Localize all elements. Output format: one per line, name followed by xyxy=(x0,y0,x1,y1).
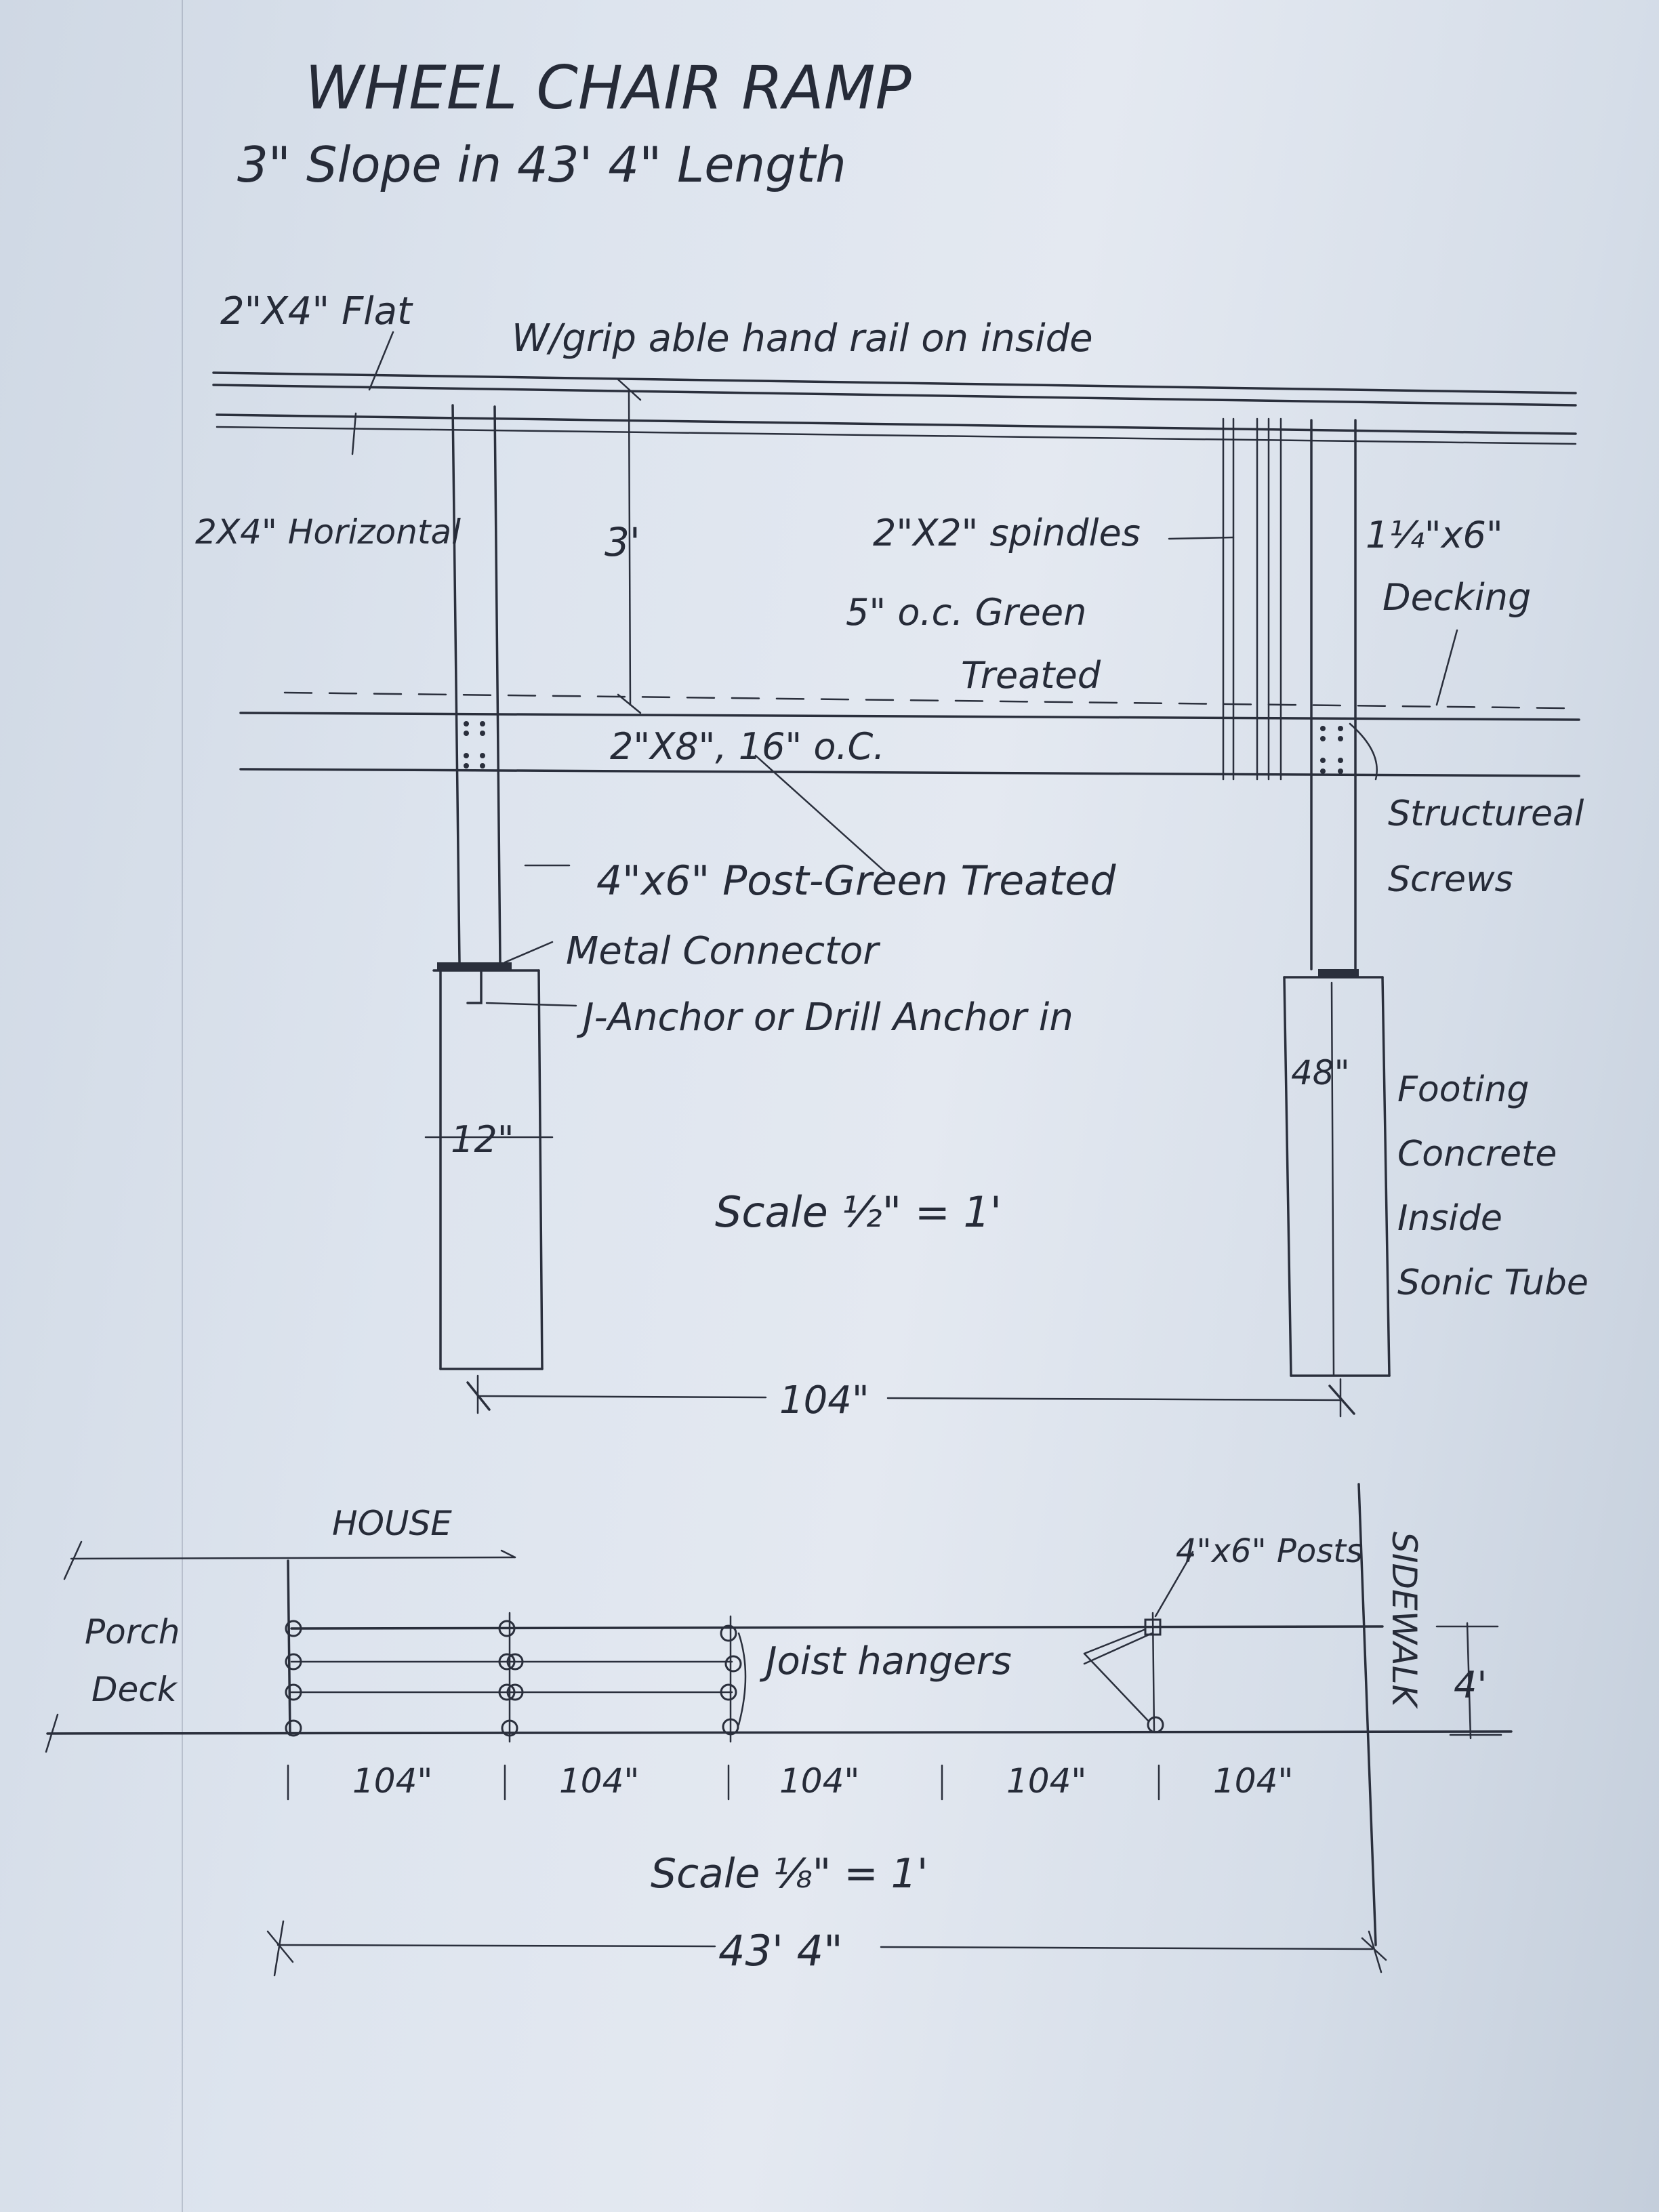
footing-note-3: Inside xyxy=(1397,1198,1502,1239)
decking-label-2: Decking xyxy=(1382,576,1531,619)
plan-posts-bay-3 xyxy=(720,1615,747,1743)
anchor-label: J-Anchor or Drill Anchor in xyxy=(576,996,1073,1040)
decking-label-1: 1¼"x6" xyxy=(1366,514,1503,556)
plan-posts-bay-1 xyxy=(285,1620,302,1737)
spindles-note-2: Treated xyxy=(961,654,1101,697)
width-dimension xyxy=(1435,1622,1502,1740)
spindles-note-1: 5" o.c. Green xyxy=(846,591,1086,634)
porch-label-1: Porch xyxy=(85,1612,180,1652)
subtitle: 3" Slope in 43' 4" Length xyxy=(237,136,846,193)
j-anchor xyxy=(466,969,483,1004)
footing-note-2: Concrete xyxy=(1397,1134,1557,1174)
bay-label: 104" xyxy=(559,1761,639,1801)
height-label: 3' xyxy=(605,519,640,565)
total-label: 43' 4" xyxy=(718,1926,843,1975)
right-metal-connector xyxy=(1318,969,1359,977)
footing-depth-label: 48" xyxy=(1291,1053,1350,1092)
anchor-leader xyxy=(485,1002,577,1007)
joist-leader xyxy=(754,754,889,876)
posts-label: 4"x6" Posts xyxy=(1176,1532,1363,1570)
bay-label: 104" xyxy=(352,1761,432,1801)
footing-note-4: Sonic Tube xyxy=(1397,1263,1589,1303)
spindles-label: 2"X2" spindles xyxy=(873,512,1141,554)
joist-label: 2"X8", 16" o.C. xyxy=(610,725,885,768)
right-post xyxy=(1310,419,1357,970)
margin-line xyxy=(182,0,183,2212)
screws-leader xyxy=(1349,722,1378,781)
rail-label: 2"X4" Flat xyxy=(220,289,413,333)
plan-posts-bay-4 xyxy=(1144,1612,1164,1734)
house-label: HOUSE xyxy=(332,1504,452,1543)
screws-label-1: Structureal xyxy=(1388,794,1584,834)
sidewalk-label: SIDEWALK xyxy=(1385,1532,1424,1710)
post-label: 4"x6" Post-Green Treated xyxy=(596,857,1116,905)
connector-label: Metal Connector xyxy=(566,929,880,973)
spindles-leader xyxy=(1168,536,1235,540)
title: WHEEL CHAIR RAMP xyxy=(305,53,912,123)
porch-label-2: Deck xyxy=(91,1670,178,1709)
bay-label: 104" xyxy=(1213,1761,1293,1801)
left-post xyxy=(451,404,501,964)
footing-note-1: Footing xyxy=(1397,1069,1529,1110)
bay-ticks xyxy=(287,1764,1160,1801)
left-metal-connector xyxy=(437,962,512,970)
plan-scale-label: Scale ⅛" = 1' xyxy=(651,1850,928,1898)
right-footing xyxy=(1283,976,1391,1377)
connector-leader xyxy=(504,941,554,964)
posts-leader xyxy=(1154,1551,1194,1618)
spindles xyxy=(1222,417,1282,781)
bay-labels: 104" 104" 104" 104" 104" xyxy=(352,1761,1293,1801)
hangers-leader xyxy=(1083,1629,1153,1723)
rail-leader xyxy=(368,331,394,391)
width-label: 4' xyxy=(1454,1664,1487,1706)
total-dimension xyxy=(266,1920,1387,1977)
bay-label: 104" xyxy=(1006,1761,1086,1801)
bay-label: 104" xyxy=(779,1761,859,1801)
span-label: 104" xyxy=(779,1378,869,1422)
sidewalk-line xyxy=(1357,1483,1377,1946)
decking-leader xyxy=(1435,629,1458,706)
horizontal-leader xyxy=(351,412,357,455)
top-rail xyxy=(212,371,1577,445)
house-line xyxy=(63,1540,516,1580)
rail-note: W/grip able hand rail on inside xyxy=(512,316,1093,361)
left-footing xyxy=(424,969,554,1370)
footing-width-label: 12" xyxy=(451,1118,514,1161)
left-post-screws xyxy=(464,721,485,769)
hangers-label: Joist hangers xyxy=(759,1639,1012,1683)
elevation-scale-label: Scale ½" = 1' xyxy=(715,1187,1002,1237)
ramp-plan-lines xyxy=(45,1559,1513,1753)
horizontal-label: 2X4" Horizontal xyxy=(195,512,461,552)
screws-label-2: Screws xyxy=(1388,859,1513,900)
deck-lines xyxy=(239,691,1580,777)
span-dimension xyxy=(466,1374,1355,1418)
plan-posts-bay-2 xyxy=(498,1612,524,1743)
right-post-screws xyxy=(1320,726,1343,774)
height-dimension xyxy=(617,378,642,714)
